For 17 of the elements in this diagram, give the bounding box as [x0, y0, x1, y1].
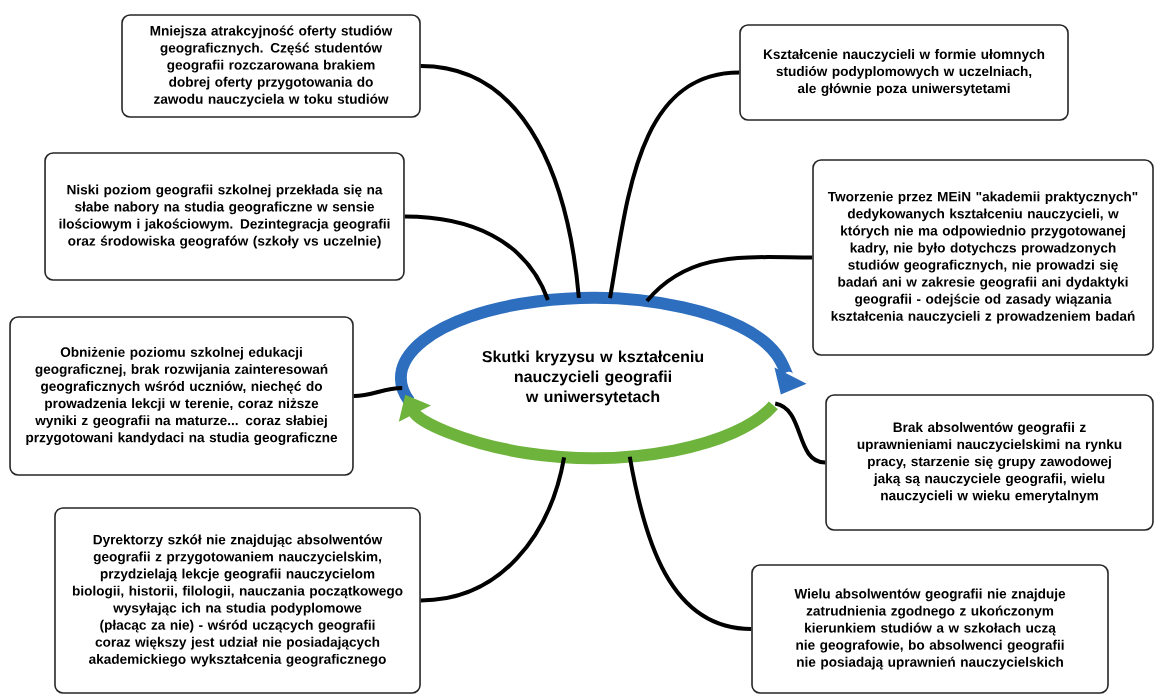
text-box: Tworzenie przez MEiN "akademii praktycznych" dedykowanych kształceniu nauczycieli, w których nie ma odpowiednio przygotowanej kadry, nie było dotychczs prowadzonych studiów geograficznych, nie prowadzi się badań ani w zakresie geografii ani dydaktyki geografii - odejście od zasady wiązania kształcenia nauczycieli z prowadzeniem badań: [812, 159, 1154, 356]
center-title: Skutki kryzysu w kształceniu nauczycieli geografii w uniwersytetach: [482, 350, 704, 406]
text-box: Wielu absolwentów geografii nie znajduje zatrudnienia zgodnego z ukończonym kierunkiem studiów a w szkołach uczą nie geografowie, bo absolwenci geografii nie posiadają uprawnień nauczycielskich: [751, 564, 1109, 694]
connector-line: [420, 456, 567, 603]
text-box: Obniżenie poziomu szkolnej edukacji geograficznej, brak rozwijania zainteresowań geograficznych wśród uczniów, niechęć do prowadzenia lekcji w terenie, coraz niższe wyniki z geografii na maturze... coraz słabiej przygotowani kandydaci na studia geograficzne: [9, 316, 354, 476]
connector-line: [353, 386, 403, 398]
text-box: Dyrektorzy szkół nie znajdując absolwentów geografii z przygotowaniem nauczycielskim, przydzielają lekcje geografii nauczycielom biologii, historii, filologii, nauczania początkowego wysyłając ich na studia podyplomowe (płacąc za nie) - wśród uczących geografii coraz większy jest udział nie posiadających akademickiego wykształcenia geograficznego: [54, 507, 421, 694]
text-box: Kształcenie nauczycieli w formie ułomnych studiów podyplomowych w uczelniach, ale głównie poza uniwersytetami: [739, 24, 1069, 121]
connector-line: [627, 456, 752, 631]
connector-line: [645, 255, 813, 303]
text-box: Brak absolwentów geografii z uprawnieniami nauczycielskimi na rynku pracy, starzenie się grupy zawodowej jaką są nauczyciele geografii, wielu nauczycieli w wieku emerytalnym: [825, 394, 1154, 531]
connector-line: [608, 70, 740, 299]
connector-line: [420, 64, 581, 299]
text-box: Mniejsza atrakcyjność oferty studiów geograficznych. Część studentów geografii rozczarowana brakiem dobrej oferty przygotowania do zawodu nauczyciela w toku studiów: [121, 14, 421, 118]
text-box: Niski poziom geografii szkolnej przekłada się na słabe nabory na studia geograficzne w sensie ilościowym i jakościowym. Dezintegracja geografii oraz środowiska geografów (szkoły vs uczelnie): [44, 152, 405, 281]
connector-line: [404, 214, 550, 301]
connector-line: [774, 401, 826, 465]
